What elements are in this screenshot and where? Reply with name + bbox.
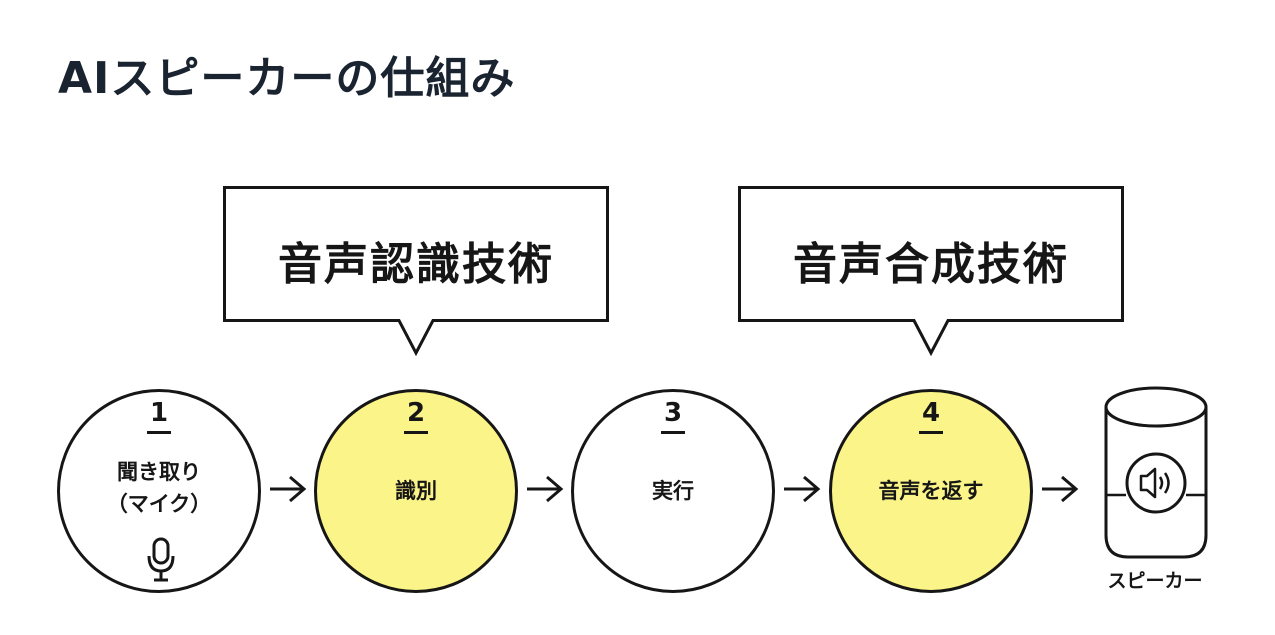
step-3-execute: 3 実行 (571, 389, 775, 593)
step-label: 音声を返す (878, 479, 984, 503)
step-label: 識別 (395, 479, 437, 503)
callout-speech-recognition: 音声認識技術 (223, 186, 609, 356)
microphone-icon (147, 537, 175, 582)
step-4-respond-voice: 4 音声を返す (829, 389, 1033, 593)
callout-bubble-shape (738, 186, 1124, 356)
callout-label: 音声合成技術 (793, 239, 1069, 290)
arrow-right-icon (270, 475, 307, 503)
arrow-right-icon (1042, 475, 1079, 503)
step-number: 2 (403, 399, 429, 434)
step-2-identify: 2 識別 (314, 389, 518, 593)
step-number: 1 (146, 399, 172, 434)
step-label: 聞き取り （マイク） (106, 460, 212, 516)
step-1-listen: 1 聞き取り （マイク） (57, 389, 261, 593)
speaker-label: スピーカー (1107, 570, 1203, 592)
arrow-right-icon (784, 475, 821, 503)
callout-speech-synthesis: 音声合成技術 (738, 186, 1124, 356)
step-number: 4 (918, 399, 944, 434)
arrow-right-icon (527, 475, 564, 503)
speaker-volume-icon (1139, 467, 1170, 499)
smart-speaker-icon (1104, 386, 1208, 559)
step-number: 3 (660, 399, 686, 434)
callout-bubble-shape (223, 186, 609, 356)
step-label: 実行 (652, 479, 694, 503)
callout-label: 音声認識技術 (278, 239, 554, 290)
page-title: AIスピーカーの仕組み (58, 53, 516, 104)
